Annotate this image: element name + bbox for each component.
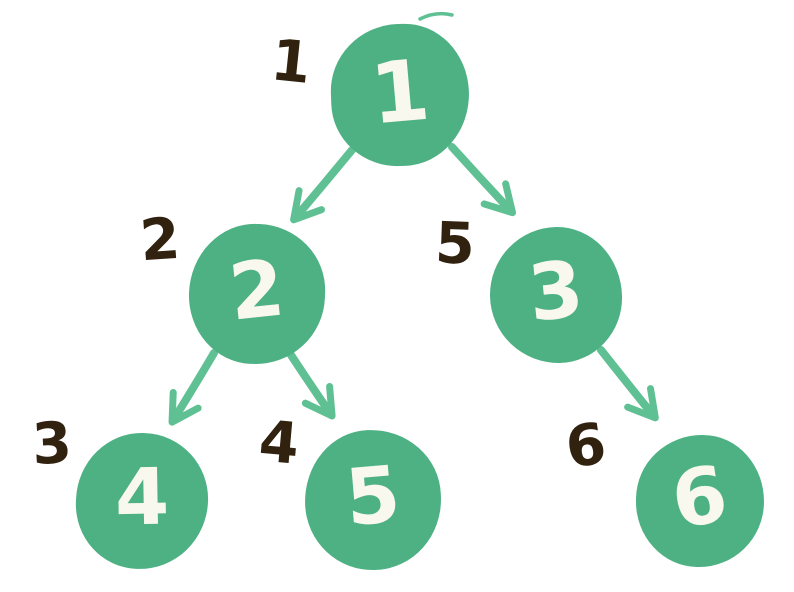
edge-2-5 [285, 348, 336, 420]
order-label-node-1: 1 [267, 27, 315, 97]
tree-node-5-value: 5 [341, 449, 404, 545]
tree-node-4-value: 4 [114, 452, 170, 544]
order-label-node-4: 3 [30, 410, 74, 478]
order-label-node-5: 4 [256, 408, 302, 478]
tree-node-6-value: 6 [665, 449, 734, 547]
tree-node-1-value: 1 [366, 40, 434, 144]
order-label-node-6: 6 [561, 410, 611, 482]
tree-node-2-value: 2 [224, 243, 289, 339]
stray-stroke [418, 11, 454, 21]
edge-1-2 [290, 146, 356, 224]
edge-3-6 [597, 346, 659, 422]
edge-1-3 [448, 143, 517, 217]
tree-node-3-value: 3 [523, 244, 588, 340]
edge-2-4 [168, 349, 218, 426]
order-label-node-3: 5 [434, 210, 476, 278]
order-label-node-2: 2 [137, 205, 183, 275]
